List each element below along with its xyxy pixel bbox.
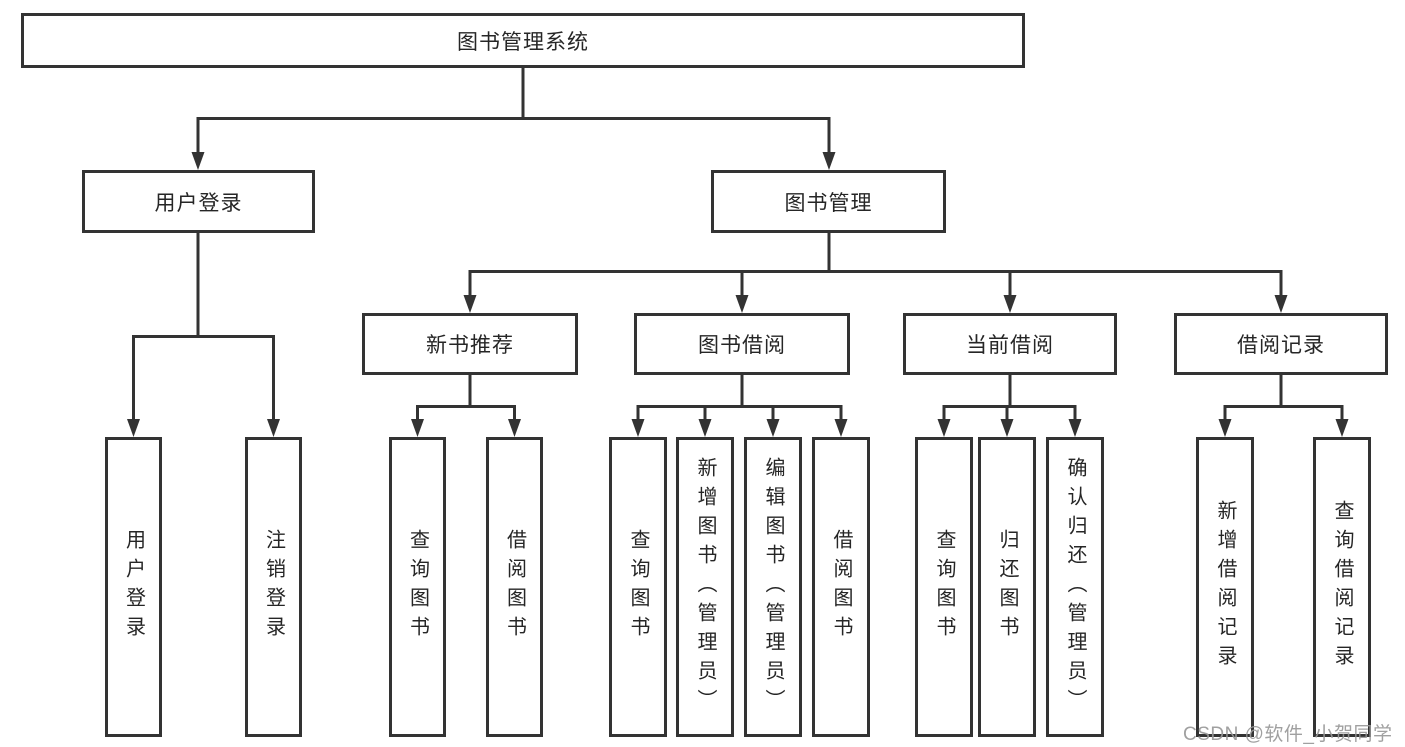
- connector-user-login-leaves: [132, 233, 275, 420]
- connector-borrow-records-leaves: [1223, 375, 1344, 420]
- node-user-login: 用户登录: [82, 170, 315, 233]
- leaf-add-book-admin: 新增图书（管理员）: [676, 437, 734, 737]
- connector-book-borrow-leaves: [636, 375, 843, 420]
- leaf-add-borrow-record: 新增借阅记录: [1196, 437, 1254, 737]
- leaf-query-books-current: 查询图书: [915, 437, 973, 737]
- leaf-confirm-return-admin: 确认归还（管理员）: [1046, 437, 1104, 737]
- node-book-management: 图书管理: [711, 170, 946, 233]
- leaf-query-borrow-record: 查询借阅记录: [1313, 437, 1371, 737]
- node-root: 图书管理系统: [21, 13, 1025, 68]
- leaf-borrow-books: 借阅图书: [812, 437, 870, 737]
- node-borrow-records: 借阅记录: [1174, 313, 1388, 375]
- watermark-text: CSDN @软件_小贺同学: [1183, 724, 1393, 745]
- leaf-return-books: 归还图书: [978, 437, 1036, 737]
- leaf-user-login: 用户登录: [105, 437, 162, 737]
- connector-new-book-leaves: [416, 375, 516, 420]
- connector-current-borrow-leaves: [942, 375, 1077, 420]
- leaf-query-books-recommend: 查询图书: [389, 437, 446, 737]
- leaf-borrow-books-recommend: 借阅图书: [486, 437, 543, 737]
- leaf-edit-book-admin: 编辑图书（管理员）: [744, 437, 802, 737]
- node-new-book-recommend: 新书推荐: [362, 313, 578, 375]
- node-book-borrow: 图书借阅: [634, 313, 850, 375]
- leaf-query-books-borrow: 查询图书: [609, 437, 667, 737]
- connector-mgmt-to-modules: [468, 233, 1283, 296]
- leaf-logout: 注销登录: [245, 437, 302, 737]
- connector-root-to-level2: [196, 68, 831, 153]
- arrowheads: [127, 152, 1349, 437]
- node-current-borrow: 当前借阅: [903, 313, 1117, 375]
